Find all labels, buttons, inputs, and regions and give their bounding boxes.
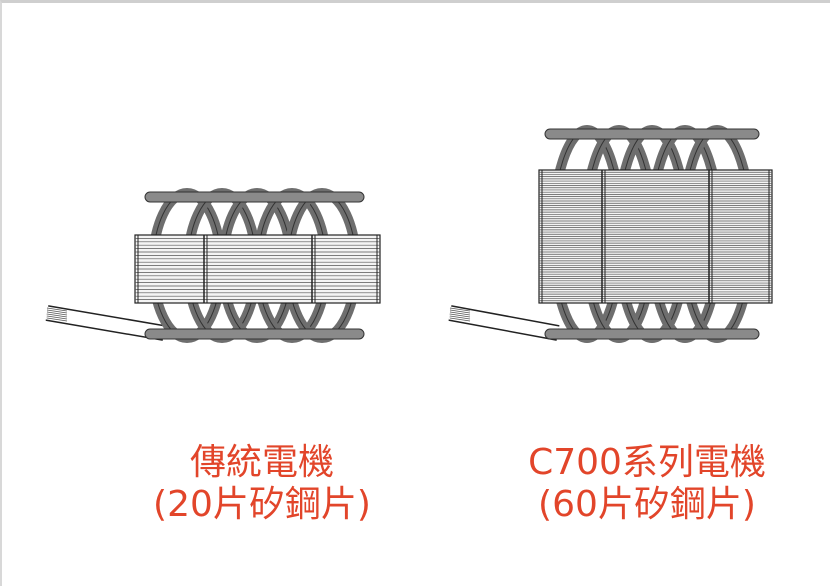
coil-end-turn (544, 128, 760, 140)
wire-strand (449, 315, 471, 320)
traditional-motor-title: 傳統電機 (189, 442, 334, 483)
traditional-motor-subtitle: (20片矽鋼片) (153, 484, 371, 525)
wire-strand (46, 315, 68, 320)
motor-0 (45, 188, 381, 343)
c700-motor-subtitle: (60片矽鋼片) (538, 484, 756, 525)
wire-strand (46, 307, 68, 312)
motor-1 (448, 125, 773, 343)
c700-motor-title: C700系列電機 (528, 442, 766, 483)
motor-illustrations (45, 125, 773, 343)
lead-wire-insulation (45, 306, 166, 340)
wire-strand (46, 317, 68, 322)
wire-strand (46, 309, 68, 314)
wire-strand (449, 307, 471, 312)
wire-strand (46, 313, 68, 318)
wire-strand (449, 313, 471, 318)
wire-strand (449, 309, 471, 314)
coil-end-turn (144, 328, 365, 340)
coil-end-turn (544, 328, 760, 340)
wire-strand (449, 317, 471, 322)
wire-strand (46, 311, 68, 316)
coil-end-turn (144, 191, 365, 203)
wire-strand (449, 311, 471, 316)
